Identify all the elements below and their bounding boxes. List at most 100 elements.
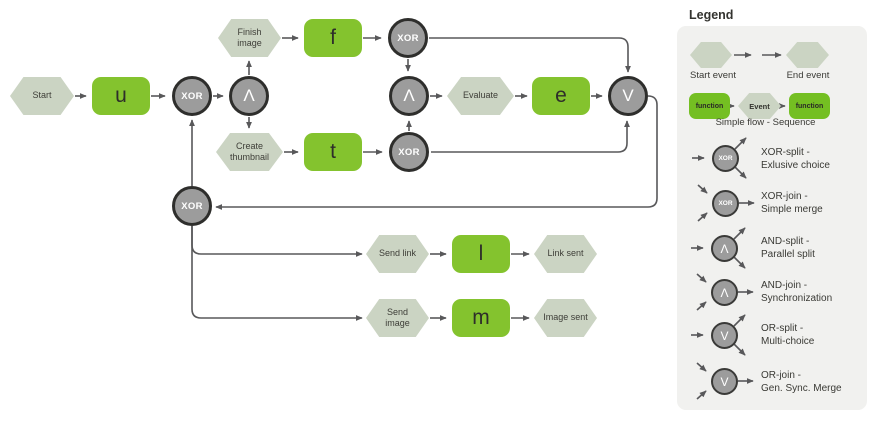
edge-xorlow-to-send-link [191,226,363,257]
legend-start-event-label: Start event [690,70,736,81]
connector-xor-1: XOR [172,76,212,116]
event-start-label: Start [32,90,52,101]
legend-and-join-in-up [696,273,707,283]
legend-and-join-in-down [696,301,707,311]
event-send-link-label: Send link [378,248,417,259]
legend-xor-join-glyph: XOR [718,200,733,207]
legend-function-label-1: function [695,102,724,110]
legend-xor-join-text: XOR-join - Simple merge [761,190,823,216]
event-send-image: Send image [366,299,429,337]
edge-or-to-xorlow [215,95,658,210]
legend-and-split-line1: AND-split - [761,236,810,247]
connector-xor-low-label: XOR [181,200,203,212]
legend-panel [677,26,867,410]
event-evaluate-label: Evaluate [462,90,499,101]
function-l: l [452,235,510,273]
legend-function-shape-1: function [689,93,730,119]
legend-xor-join-in-up [697,184,708,194]
legend-xor-join-circle: XOR [712,190,739,217]
event-finish-image: Finish image [218,19,281,57]
legend-or-join-circle: V [711,368,738,395]
edge-xorbottom-to-or [431,120,630,153]
legend-and-join-glyph: Λ [720,285,729,300]
event-image-sent: Image sent [534,299,597,337]
legend-and-join-line1: AND-join - [761,280,808,291]
event-evaluate: Evaluate [447,77,514,115]
legend-xor-split-line1: XOR-split - [761,147,810,158]
legend-xor-split-line2: Exlusive choice [761,160,830,171]
legend-or-split-line1: OR-split - [761,323,804,334]
event-link-sent: Link sent [534,235,597,273]
function-t-label: t [330,140,336,163]
legend-xor-join-in-down [697,212,708,222]
legend-and-join-line2: Synchronization [761,293,833,304]
function-m-label: m [472,306,490,329]
legend-xor-split-text: XOR-split - Exlusive choice [761,146,830,172]
function-u: u [92,77,150,115]
legend-or-join-in-up [696,362,707,372]
function-u-label: u [115,84,127,107]
legend-xor-join-line2: Simple merge [761,204,823,215]
legend-or-split-glyph: V [720,328,729,343]
legend-and-join-text: AND-join - Synchronization [761,279,832,305]
legend-or-split-text: OR-split - Multi-choice [761,322,814,348]
legend-function-label-2: function [795,102,824,110]
function-l-label: l [478,242,484,265]
event-create-thumbnail: Create thumbnail [216,133,283,171]
legend-xor-split-circle: XOR [712,145,739,172]
legend-and-split-out-up [733,227,746,240]
legend-or-join-line1: OR-join - [761,370,802,381]
legend-xor-split-out-up [734,137,747,150]
function-e-label: e [555,84,567,107]
event-send-link: Send link [366,235,429,273]
legend-or-join-line2: Gen. Sync. Merge [761,383,842,394]
legend-and-split-circle: Λ [711,235,738,262]
edge-xorlow-to-send-image [191,226,363,321]
function-m: m [452,299,510,337]
connector-xor-bottom-label: XOR [398,146,420,158]
legend-and-join-circle: Λ [711,279,738,306]
legend-and-split-line2: Parallel split [761,249,815,260]
function-f: f [304,19,362,57]
event-link-sent-label: Link sent [547,248,584,259]
connector-or-join: V [608,76,648,116]
function-e: e [532,77,590,115]
function-f-label: f [330,26,336,49]
legend-or-join-glyph: V [720,374,729,389]
connector-and-join: Λ [389,76,429,116]
connector-or-join-label: V [622,86,634,105]
legend-title: Legend [689,8,734,22]
connector-and-split-label: Λ [243,86,255,105]
legend-or-join-text: OR-join - Gen. Sync. Merge [761,369,842,395]
legend-xor-split-out-down [734,166,747,179]
event-finish-image-label: Finish image [237,26,262,48]
event-create-thumbnail-label: Create thumbnail [229,140,270,162]
connector-xor-top-label: XOR [397,32,419,44]
legend-and-split-text: AND-split - Parallel split [761,235,815,261]
legend-or-split-out-up [733,314,746,327]
legend-xor-join-line1: XOR-join - [761,191,808,202]
connector-and-join-label: Λ [403,86,415,105]
function-t: t [304,133,362,171]
legend-or-join-in-down [696,390,707,400]
legend-or-split-circle: V [711,322,738,349]
edge-xortop-to-or [429,37,631,73]
legend-or-split-out-down [733,343,746,356]
legend-event-label: Event [749,101,770,111]
event-send-image-label: Send image [385,306,410,328]
legend-xor-split-glyph: XOR [718,155,733,162]
connector-xor-1-label: XOR [181,90,203,102]
legend-and-split-out-down [733,256,746,269]
legend-or-split-line2: Multi-choice [761,336,815,347]
connector-xor-low: XOR [172,186,212,226]
event-start: Start [10,77,74,115]
legend-and-split-glyph: Λ [720,241,729,256]
connector-and-split: Λ [229,76,269,116]
event-image-sent-label: Image sent [543,312,588,323]
legend-end-event-label: End event [786,70,830,81]
connector-xor-top: XOR [388,18,428,58]
legend-function-shape-2: function [789,93,830,119]
connector-xor-bottom: XOR [389,132,429,172]
